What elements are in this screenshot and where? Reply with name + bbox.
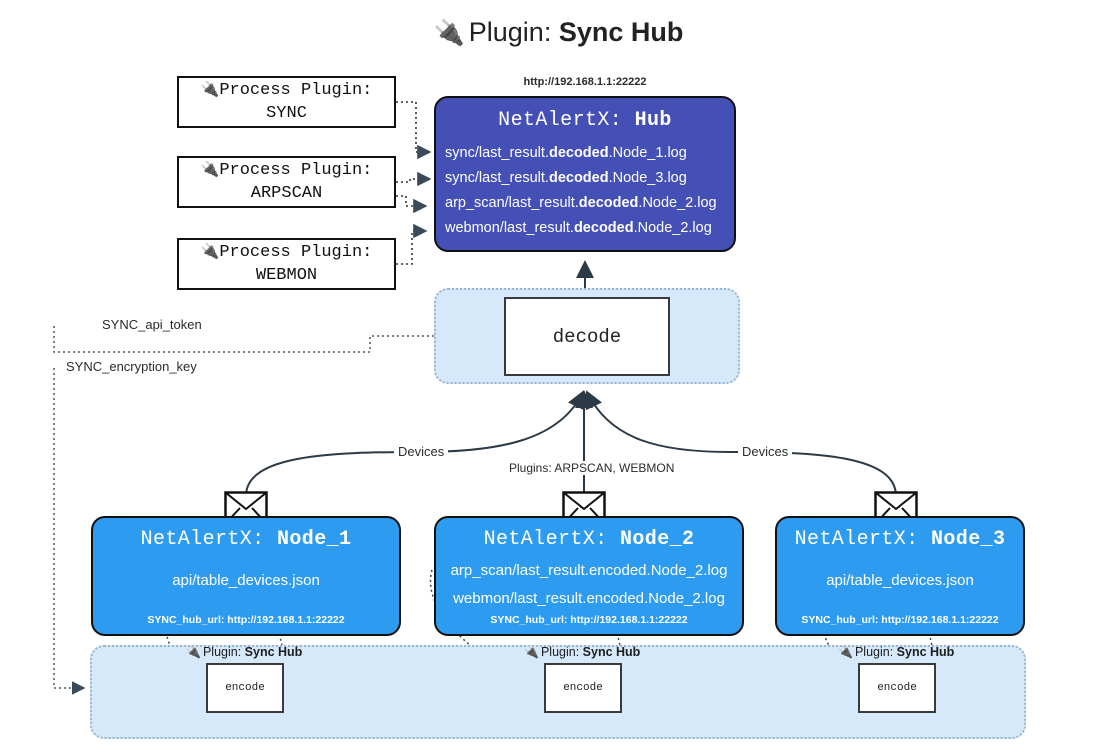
process-plugin-label: Process Plugin: <box>219 160 373 180</box>
encoder-caption-node-2: 🔌Plugin: Sync Hub <box>524 645 641 659</box>
process-plugin-name: SYNC <box>266 103 307 123</box>
encoder-caption-node-1: 🔌Plugin: Sync Hub <box>186 645 303 659</box>
hub-node[interactable]: NetAlertX: Hub sync/last_result.decoded.… <box>434 96 736 252</box>
edge-label-sync-api-token: SYNC_api_token <box>98 317 206 332</box>
node-row: api/table_devices.json <box>172 572 320 589</box>
process-plugin-label: Process Plugin: <box>219 80 373 100</box>
hub-log-entry: arp_scan/last_result.decoded.Node_2.log <box>445 195 717 211</box>
hub-log-list: sync/last_result.decoded.Node_1.log sync… <box>436 141 734 241</box>
edge-label-devices-right: Devices <box>738 444 793 459</box>
node-hub-url: SYNC_hub_url: http://192.168.1.1:22222 <box>801 614 999 626</box>
edge-label-plugins: Plugins: ARPSCAN, WEBMON <box>505 461 679 475</box>
node-hub-url: SYNC_hub_url: http://192.168.1.1:22222 <box>147 614 345 626</box>
node-title: NetAlertX: Node_1 <box>140 528 352 551</box>
process-plugin-name: WEBMON <box>255 265 318 285</box>
node-1[interactable]: NetAlertX: Node_1 api/table_devices.json… <box>91 516 401 636</box>
encode-box-node-1[interactable]: encode <box>206 663 284 713</box>
process-plugin-arpscan[interactable]: 🔌Process Plugin: ARPSCAN <box>177 156 396 208</box>
node-2[interactable]: NetAlertX: Node_2 arp_scan/last_result.e… <box>434 516 744 636</box>
node-title: NetAlertX: Node_3 <box>794 528 1006 551</box>
electric-plug-icon: 🔌 <box>433 19 465 47</box>
hub-log-entry: sync/last_result.decoded.Node_1.log <box>445 145 687 161</box>
edge-label-sync-encryption-key: SYNC_encryption_key <box>62 359 201 374</box>
node-row: webmon/last_result.encoded.Node_2.log <box>453 590 725 607</box>
page-title-prefix: Plugin: <box>468 17 552 47</box>
edge-label-devices-left: Devices <box>394 444 449 459</box>
encoder-caption-node-3: 🔌Plugin: Sync Hub <box>838 645 955 659</box>
hub-title-prefix: NetAlertX: <box>498 109 623 132</box>
hub-log-entry: sync/last_result.decoded.Node_3.log <box>445 170 687 186</box>
node-3[interactable]: NetAlertX: Node_3 api/table_devices.json… <box>775 516 1025 636</box>
decode-box[interactable]: decode <box>504 297 670 376</box>
electric-plug-icon: 🔌 <box>200 79 220 98</box>
node-hub-url: SYNC_hub_url: http://192.168.1.1:22222 <box>490 614 688 626</box>
hub-title: NetAlertX: Hub <box>436 109 734 132</box>
electric-plug-icon: 🔌 <box>524 645 539 659</box>
node-row: arp_scan/last_result.encoded.Node_2.log <box>450 562 728 579</box>
electric-plug-icon: 🔌 <box>200 159 220 178</box>
process-plugin-webmon[interactable]: 🔌Process Plugin: WEBMON <box>177 238 396 290</box>
process-plugin-label: Process Plugin: <box>219 242 373 262</box>
hub-log-entry: webmon/last_result.decoded.Node_2.log <box>445 220 712 236</box>
electric-plug-icon: 🔌 <box>200 241 220 260</box>
hub-url-label: http://192.168.1.1:22222 <box>523 76 647 88</box>
process-plugin-sync[interactable]: 🔌Process Plugin: SYNC <box>177 76 396 128</box>
process-plugin-name: ARPSCAN <box>250 183 323 203</box>
encode-box-node-2[interactable]: encode <box>544 663 622 713</box>
page-title: 🔌Plugin: Sync Hub <box>0 16 1117 48</box>
electric-plug-icon: 🔌 <box>838 645 853 659</box>
encode-box-node-3[interactable]: encode <box>858 663 936 713</box>
hub-title-name: Hub <box>634 109 672 132</box>
node-row: api/table_devices.json <box>826 572 974 589</box>
node-title: NetAlertX: Node_2 <box>483 528 695 551</box>
electric-plug-icon: 🔌 <box>186 645 201 659</box>
page-title-name: Sync Hub <box>558 17 684 47</box>
